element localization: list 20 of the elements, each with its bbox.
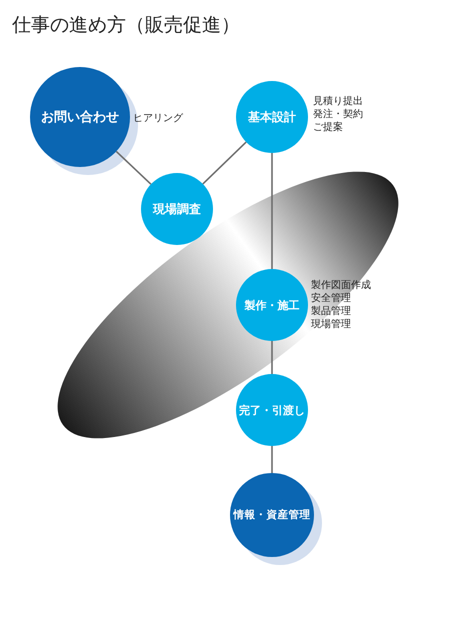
note-text: 製品管理 bbox=[311, 305, 351, 318]
note-text: 現場管理 bbox=[311, 318, 351, 331]
step-circle bbox=[141, 173, 213, 245]
note-text: 発注・契約 bbox=[313, 108, 363, 121]
connector-line bbox=[271, 153, 273, 269]
connector-line bbox=[271, 446, 273, 473]
note-text: 製作図面作成 bbox=[311, 279, 371, 292]
connector-line bbox=[116, 150, 152, 185]
step-label: お問い合わせ bbox=[41, 109, 119, 126]
note-text: ご提案 bbox=[313, 121, 343, 134]
step-label: 基本設計 bbox=[248, 108, 296, 126]
step-label: 製作・施工 bbox=[244, 298, 300, 312]
step-label: 現場調査 bbox=[153, 200, 201, 218]
step-label: 情報・資産管理 bbox=[234, 508, 310, 522]
note-text: ヒアリング bbox=[133, 112, 183, 125]
title: 仕事の進め方（販売促進） bbox=[12, 13, 240, 38]
step-label: 完了・引渡し bbox=[239, 402, 305, 418]
note-text: 安全管理 bbox=[311, 292, 351, 305]
connector-line bbox=[271, 341, 273, 374]
note-text: 見積り提出 bbox=[313, 95, 363, 108]
